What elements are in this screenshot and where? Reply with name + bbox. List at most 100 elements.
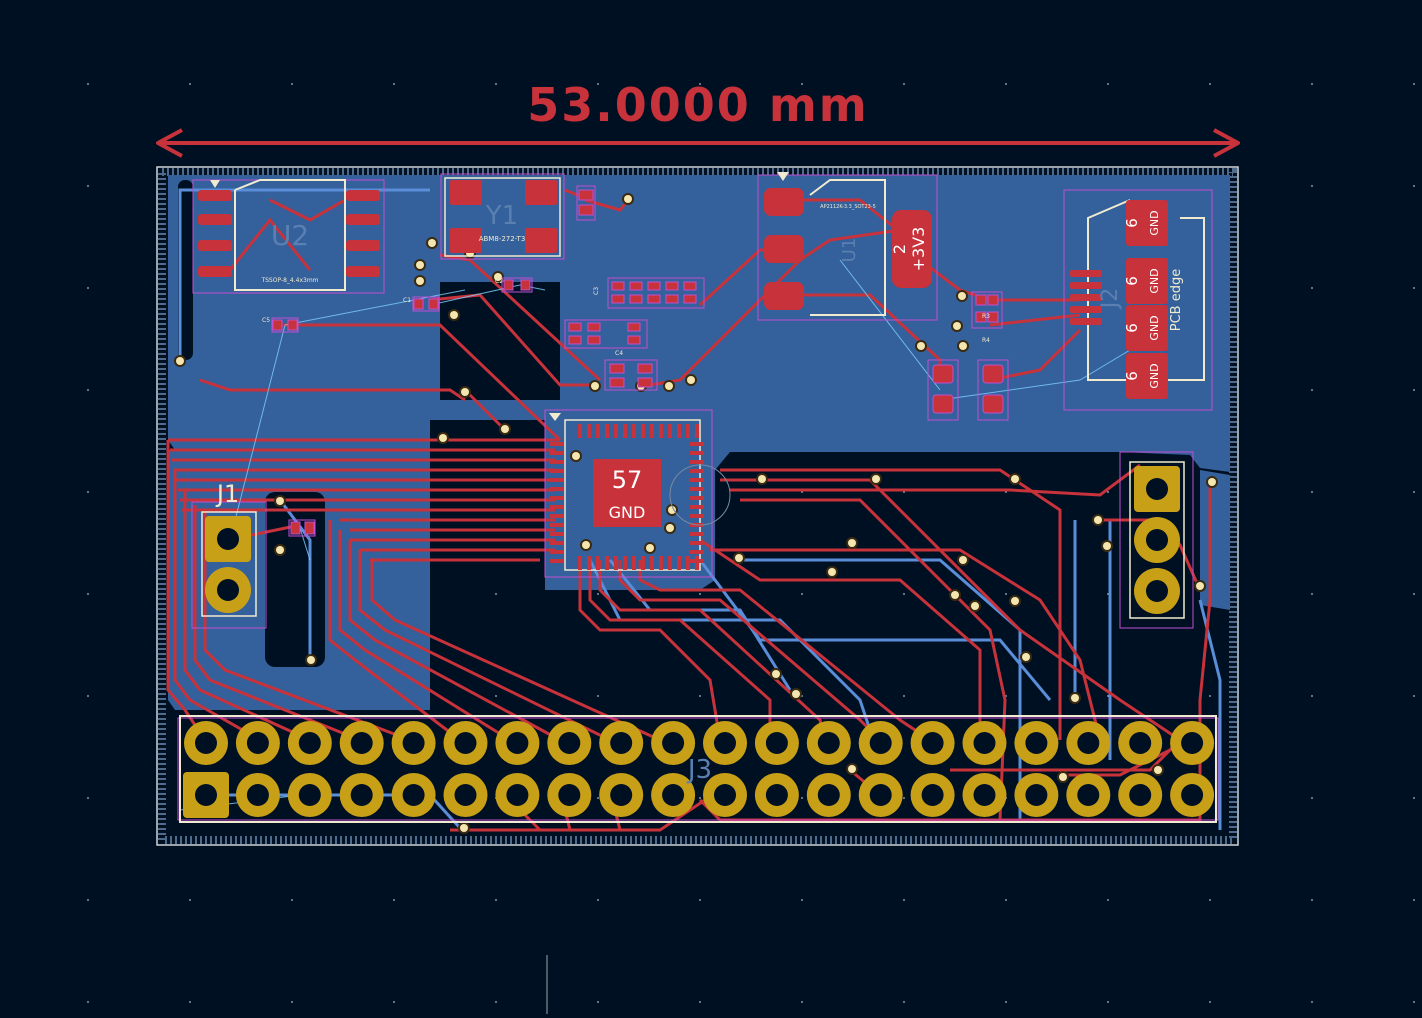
- j3-pin-hole: [558, 784, 581, 806]
- grid-dot: [87, 389, 89, 391]
- u2-reference: U2: [271, 219, 309, 252]
- board-edge-outline[interactable]: [156, 166, 1239, 846]
- j3-pin-hole: [869, 784, 892, 806]
- mcu-footprint[interactable]: 57 GND: [544, 409, 731, 578]
- via: [460, 824, 468, 832]
- y1-value: ABM8-272-T3: [479, 235, 526, 243]
- mcu-pin: [690, 460, 704, 464]
- grid-dot: [1413, 287, 1415, 289]
- mcu-pin: [690, 469, 704, 473]
- grid-dot: [1311, 491, 1313, 493]
- via: [1196, 582, 1204, 590]
- u1-pad-number: 2: [890, 244, 909, 254]
- grid-dot: [1209, 899, 1211, 901]
- j2-pad-net: GND: [1148, 315, 1161, 340]
- j3-pin-hole: [558, 732, 581, 754]
- grid-dot: [1413, 695, 1415, 697]
- via: [772, 670, 780, 678]
- via: [687, 376, 695, 384]
- j2-pad-number: 6: [1123, 371, 1141, 381]
- grid-dot: [1413, 83, 1415, 85]
- grid-dot: [1311, 899, 1313, 901]
- y1-footprint[interactable]: Y1 ABM8-272-T3: [440, 173, 565, 260]
- grid-dot: [597, 593, 599, 595]
- grid-dot: [1005, 1001, 1007, 1003]
- via: [428, 239, 436, 247]
- grid-dot: [801, 83, 803, 85]
- decoupling-cap-row[interactable]: [564, 277, 705, 391]
- mcu-pin: [596, 424, 600, 438]
- j3-pin-hole: [1025, 732, 1048, 754]
- mcu-pin: [605, 556, 609, 570]
- j3-pin-hole: [1077, 732, 1100, 754]
- j3-pin-hole: [662, 732, 685, 754]
- grid-dot: [903, 899, 905, 901]
- via: [572, 452, 580, 460]
- grid-dot: [1311, 695, 1313, 697]
- mcu-pin: [690, 442, 704, 446]
- u1-footprint[interactable]: U1 AP2112K-3.3_SOT23-5 2 +3V3: [757, 172, 938, 321]
- via: [959, 342, 967, 350]
- j3-pin-hole: [973, 784, 996, 806]
- mcu-pin: [690, 550, 704, 554]
- j3-pin-hole: [1077, 784, 1100, 806]
- grid-dot: [597, 899, 599, 901]
- grid-dot: [87, 1001, 89, 1003]
- grid-dot: [1413, 389, 1415, 391]
- grid-dot: [1107, 899, 1109, 901]
- j3-pin-hole: [402, 784, 425, 806]
- via: [735, 554, 743, 562]
- mcu-pin: [550, 541, 564, 545]
- grid-dot: [597, 1001, 599, 1003]
- via: [646, 544, 654, 552]
- via: [1059, 773, 1067, 781]
- j2-pad-number: 6: [1123, 323, 1141, 333]
- via: [848, 539, 856, 547]
- j3-pin-hole: [817, 784, 840, 806]
- mcu-pin: [550, 559, 564, 563]
- mcu-pin: [623, 424, 627, 438]
- grid-dot: [903, 593, 905, 595]
- mcu-pad-net: GND: [609, 503, 646, 522]
- mcu-pin: [550, 550, 564, 554]
- smd-passives[interactable]: [271, 185, 596, 537]
- mcu-pin: [690, 496, 704, 500]
- mcu-pin: [605, 424, 609, 438]
- right-header-footprint[interactable]: [1119, 451, 1194, 629]
- resistor-group[interactable]: [927, 291, 1009, 421]
- mcu-pin: [587, 556, 591, 570]
- board-width-dimension[interactable]: 53.0000 mm: [156, 78, 1240, 158]
- mcu-thermal-pad[interactable]: [593, 459, 661, 527]
- mcu-pin: [614, 556, 618, 570]
- j3-pin-hole: [817, 732, 840, 754]
- j3-footprint[interactable]: J3: [177, 715, 1219, 823]
- via: [450, 311, 458, 319]
- mcu-pin: [550, 496, 564, 500]
- grid-dot: [699, 797, 701, 799]
- mcu-pin: [650, 424, 654, 438]
- j3-pin-hole: [610, 784, 633, 806]
- via: [439, 434, 447, 442]
- mcu-pin: [690, 559, 704, 563]
- j3-pin-hole: [714, 784, 736, 806]
- j3-pin-hole: [298, 784, 321, 806]
- via: [416, 277, 424, 285]
- grid-dot: [87, 185, 89, 187]
- via: [1011, 597, 1019, 605]
- grid-dot: [597, 695, 599, 697]
- mcu-pin: [550, 469, 564, 473]
- j1-footprint[interactable]: J1: [191, 480, 267, 629]
- j2-pad-net: GND: [1148, 268, 1161, 293]
- via: [848, 765, 856, 773]
- j3-pin-hole: [662, 784, 685, 806]
- u2-footprint[interactable]: U2 TSSOP-8_4.4x3mm: [192, 179, 385, 294]
- j3-pin-hole: [195, 732, 217, 754]
- mcu-pin: [659, 556, 663, 570]
- mcu-pin: [686, 556, 690, 570]
- grid-dot: [495, 695, 497, 697]
- c5-label: C5: [262, 317, 270, 324]
- grid-dot: [87, 899, 89, 901]
- via: [668, 506, 676, 514]
